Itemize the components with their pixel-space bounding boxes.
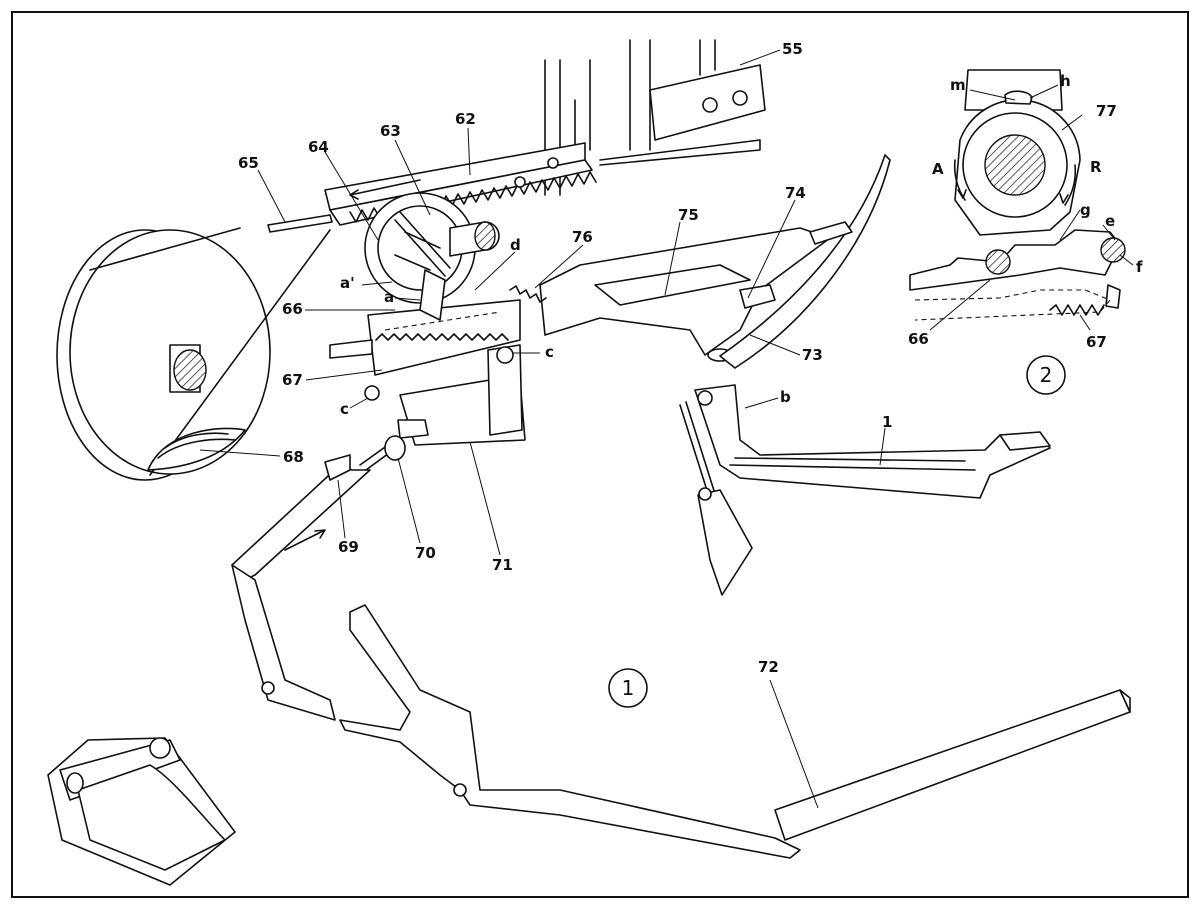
callout-c-left: c [340,400,349,418]
callout-70: 70 [415,544,436,562]
callout-69: 69 [338,538,359,556]
leader-lines [199,49,1134,809]
arm-73 [719,154,891,369]
figure-number-2: 2 [1040,363,1053,387]
callout-R: R [1090,158,1102,176]
callout-55: 55 [782,40,803,58]
callout-m: m [950,76,966,94]
callout-h: h [1060,72,1071,90]
figure-marker-2: 2 [1026,355,1066,395]
callout-62: 62 [455,110,476,128]
callout-inset-67: 67 [1086,333,1107,351]
callout-63: 63 [380,122,401,140]
callout-66: 66 [282,300,303,318]
link-rod [679,401,753,596]
callout-g: g [1080,201,1091,219]
callout-77: 77 [1096,102,1117,120]
callout-64: 64 [308,138,329,156]
lower-linkage [231,564,1131,859]
callout-labels: 55 62 63 64 65 d 76 75 74 a' a 66 67 c c… [238,40,1143,676]
callout-68: 68 [283,448,304,466]
inset-figure-2 [909,69,1126,321]
page-frame [11,11,1189,898]
callout-76: 76 [572,228,593,246]
callout-71: 71 [492,556,513,574]
callout-d: d [510,236,521,254]
figure-marker-1: 1 [608,668,648,708]
callout-72: 72 [758,658,779,676]
machine-thumbnail [47,737,236,886]
lever-75 [509,227,831,362]
block-66 [329,269,526,446]
callout-c-right: c [545,343,554,361]
figure-number-1: 1 [622,676,635,700]
callout-inset-66: 66 [908,330,929,348]
callout-a: a [384,288,394,306]
linkage-69 [231,435,406,581]
drum-68 [56,227,331,481]
callout-a-prime: a' [340,274,355,292]
callout-65: 65 [238,154,259,172]
callout-e: e [1105,212,1115,230]
callout-73: 73 [802,346,823,364]
callout-A: A [932,160,944,178]
bar-65 [267,214,333,233]
callout-b: b [780,388,791,406]
gear-63 [364,192,500,304]
callout-74: 74 [785,184,806,202]
callout-1: 1 [882,413,892,431]
lever-1 [694,384,1051,499]
callout-f: f [1136,258,1143,276]
callout-67: 67 [282,371,303,389]
frame-bracket-55 [544,39,766,196]
callout-75: 75 [678,206,699,224]
